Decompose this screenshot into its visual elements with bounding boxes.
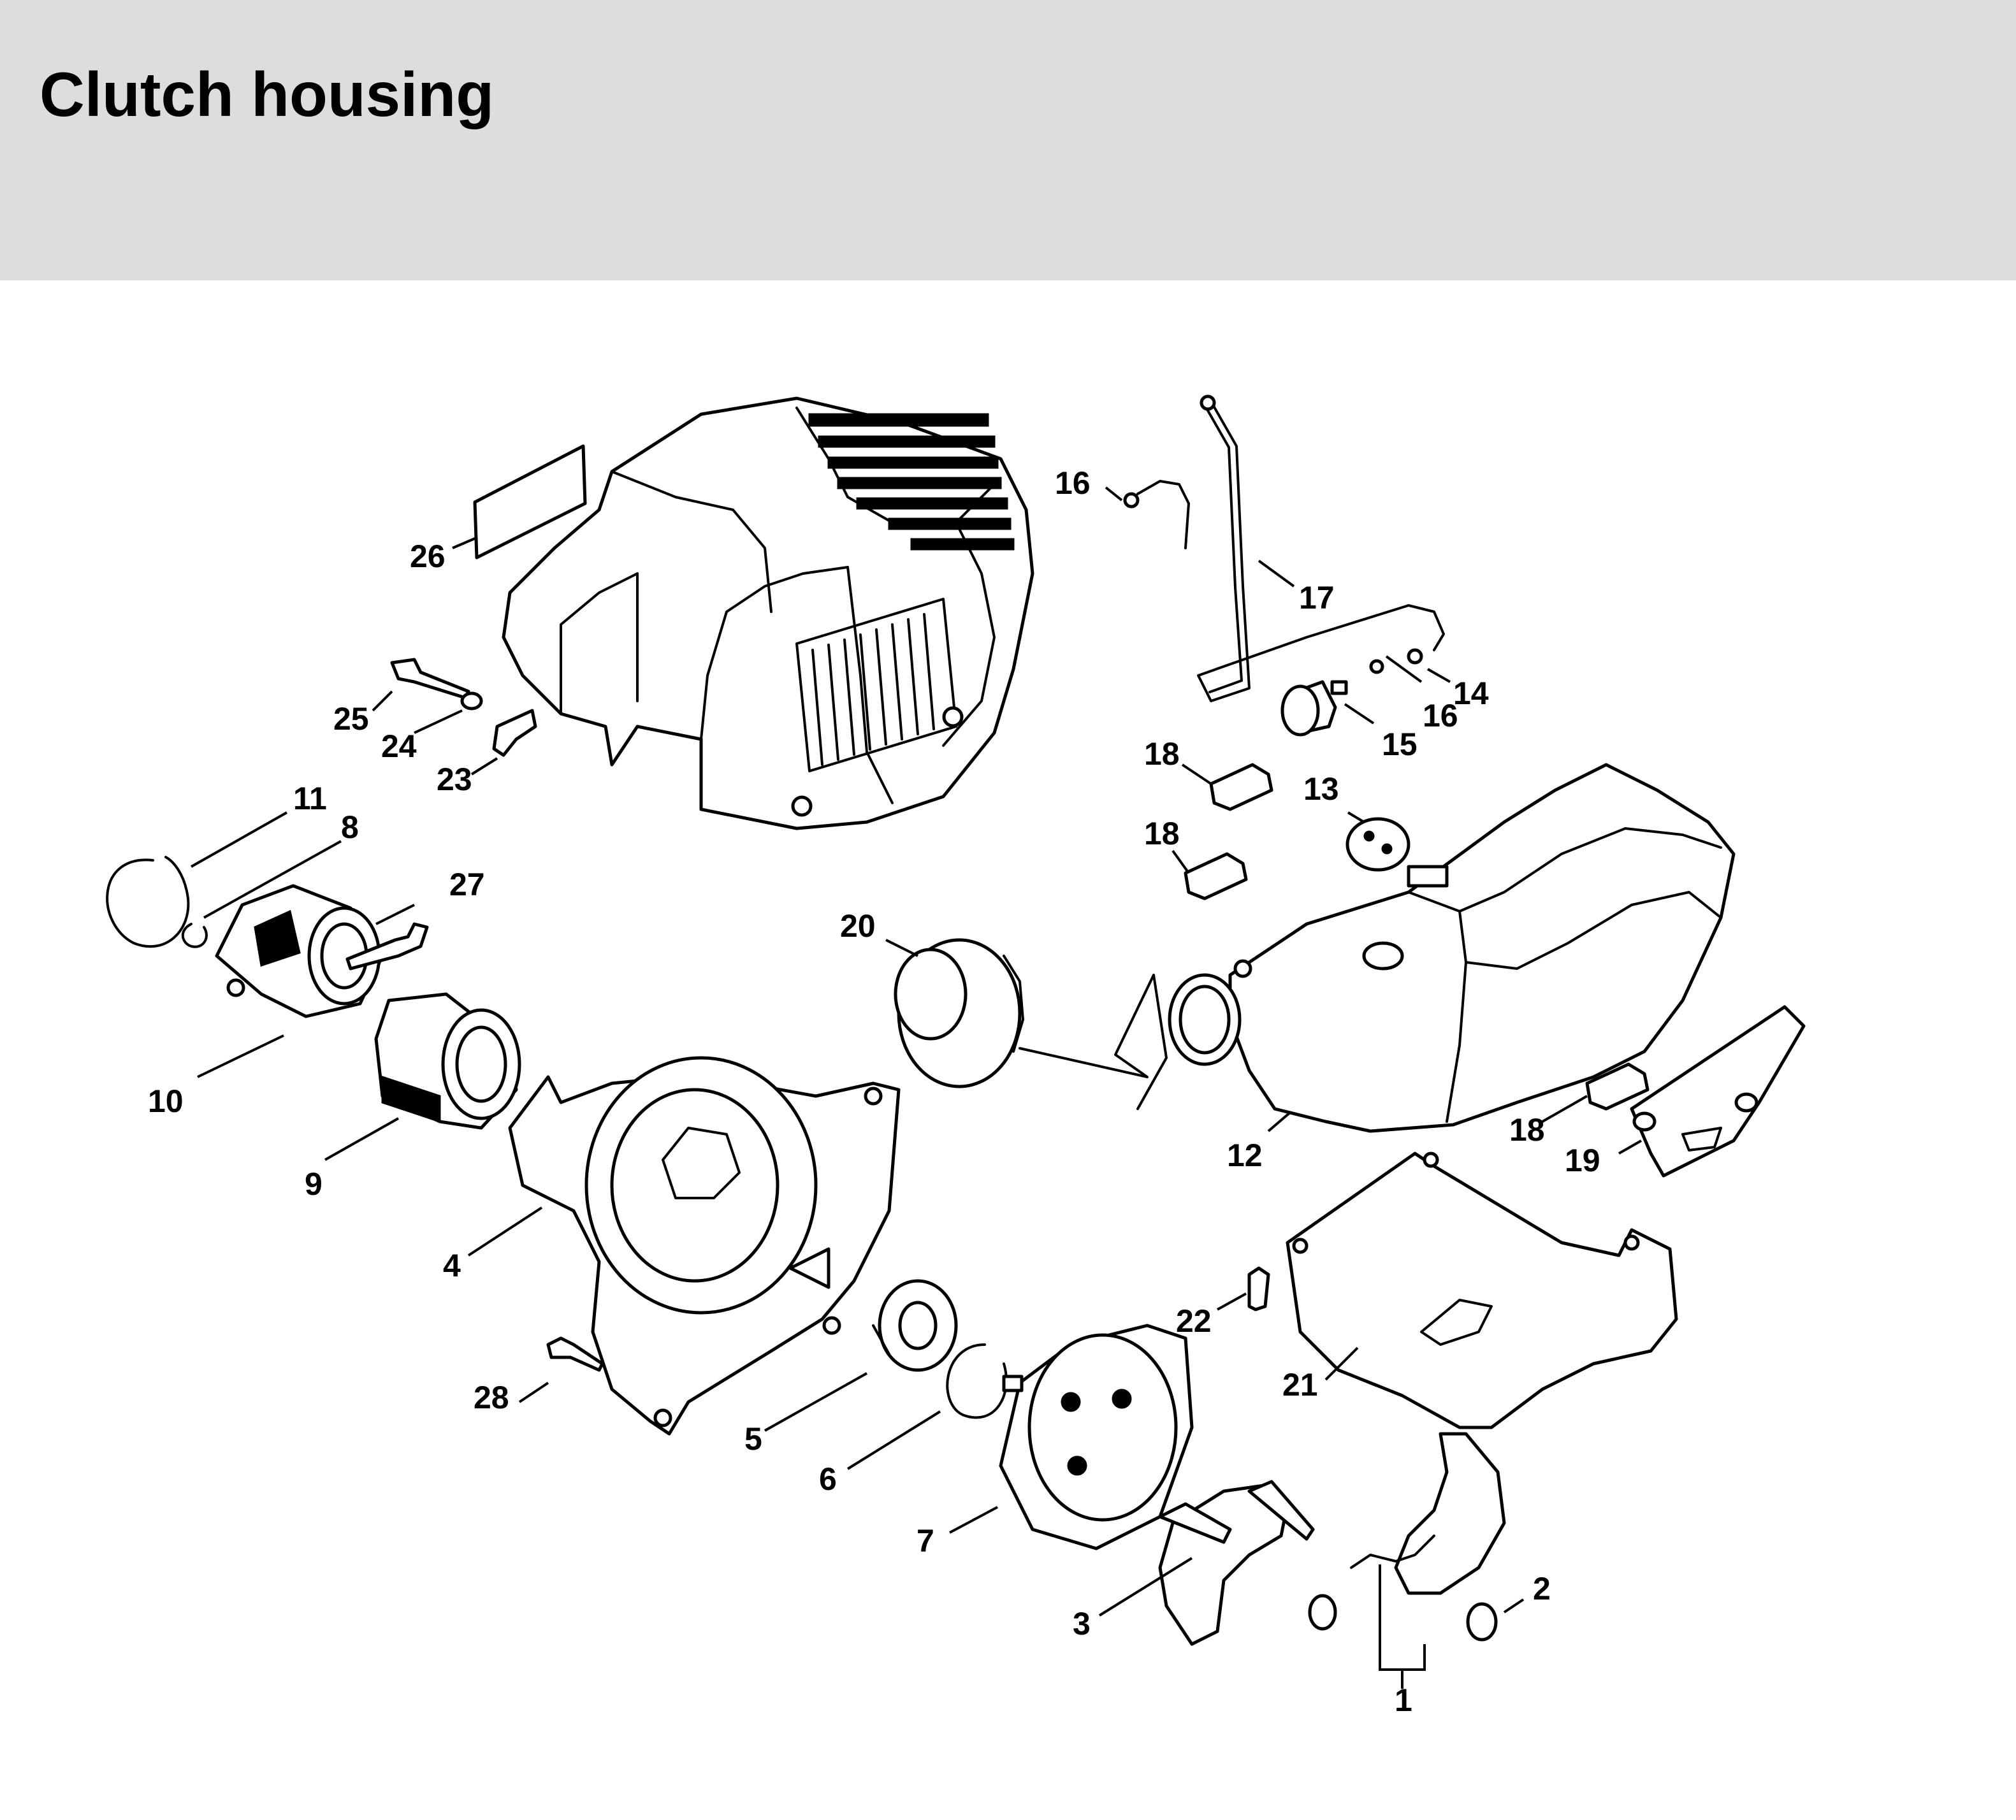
tank-cap-small bbox=[1345, 817, 1410, 872]
callout-18-top: 18 bbox=[1144, 736, 1180, 772]
callout-18-middle: 18 bbox=[1144, 816, 1180, 851]
label-plate bbox=[473, 444, 587, 560]
callout-11: 11 bbox=[293, 781, 327, 816]
callout-25: 25 bbox=[333, 701, 369, 737]
bearing bbox=[872, 1279, 1008, 1419]
callout-2: 2 bbox=[1533, 1571, 1551, 1607]
callout-16-top: 16 bbox=[1055, 465, 1091, 501]
callout-15: 15 bbox=[1382, 726, 1418, 762]
fuel-line bbox=[1123, 394, 1445, 737]
page-title: Clutch housing bbox=[40, 59, 495, 129]
leader-lines bbox=[191, 486, 1642, 1689]
cooling-fins bbox=[808, 413, 1015, 551]
callout-5: 5 bbox=[744, 1421, 762, 1457]
callout-23: 23 bbox=[437, 762, 472, 797]
callout-10: 10 bbox=[148, 1083, 184, 1119]
callout-16-bottom: 16 bbox=[1423, 698, 1458, 733]
bracket bbox=[1630, 1005, 1806, 1178]
callout-9: 9 bbox=[305, 1166, 323, 1202]
callout-18-bottom: 18 bbox=[1509, 1112, 1545, 1148]
callout-27: 27 bbox=[449, 867, 485, 902]
callout-24: 24 bbox=[381, 728, 417, 764]
callout-21: 21 bbox=[1282, 1367, 1318, 1403]
callout-3: 3 bbox=[1073, 1606, 1091, 1642]
clutch-shoes bbox=[1158, 1432, 1506, 1646]
screws bbox=[345, 658, 1270, 1372]
callout-7: 7 bbox=[917, 1523, 934, 1559]
fuel-cap bbox=[894, 938, 1168, 1110]
callout-13: 13 bbox=[1303, 771, 1339, 807]
callout-4: 4 bbox=[443, 1248, 461, 1283]
callout-labels: 26 25 24 23 11 8 27 10 9 4 28 5 6 7 3 2 … bbox=[148, 465, 1600, 1718]
sleeve-10 bbox=[215, 884, 384, 1018]
sleeve-9 bbox=[374, 992, 521, 1130]
callout-8: 8 bbox=[341, 809, 359, 845]
header-band: Clutch housing bbox=[0, 0, 2016, 280]
callout-17: 17 bbox=[1299, 580, 1335, 616]
callout-19: 19 bbox=[1565, 1143, 1600, 1178]
callout-26: 26 bbox=[410, 538, 446, 574]
clutch-housing bbox=[508, 1056, 901, 1436]
clutch-drum bbox=[999, 1324, 1194, 1550]
callout-14: 14 bbox=[1453, 675, 1489, 711]
exploded-parts-diagram: 26 25 24 23 11 8 27 10 9 4 28 5 6 7 3 2 … bbox=[106, 394, 1806, 1718]
engine-housing bbox=[473, 396, 1034, 830]
callout-28: 28 bbox=[474, 1380, 509, 1415]
fuel-tank bbox=[1168, 763, 1736, 1133]
callout-20: 20 bbox=[840, 908, 876, 944]
callout-6: 6 bbox=[819, 1461, 837, 1497]
callout-1: 1 bbox=[1395, 1682, 1412, 1718]
grommets bbox=[1184, 763, 1650, 1111]
support-bracket bbox=[1286, 1152, 1678, 1429]
callout-22: 22 bbox=[1176, 1303, 1212, 1339]
circlips bbox=[106, 856, 208, 948]
callout-12: 12 bbox=[1227, 1138, 1263, 1173]
